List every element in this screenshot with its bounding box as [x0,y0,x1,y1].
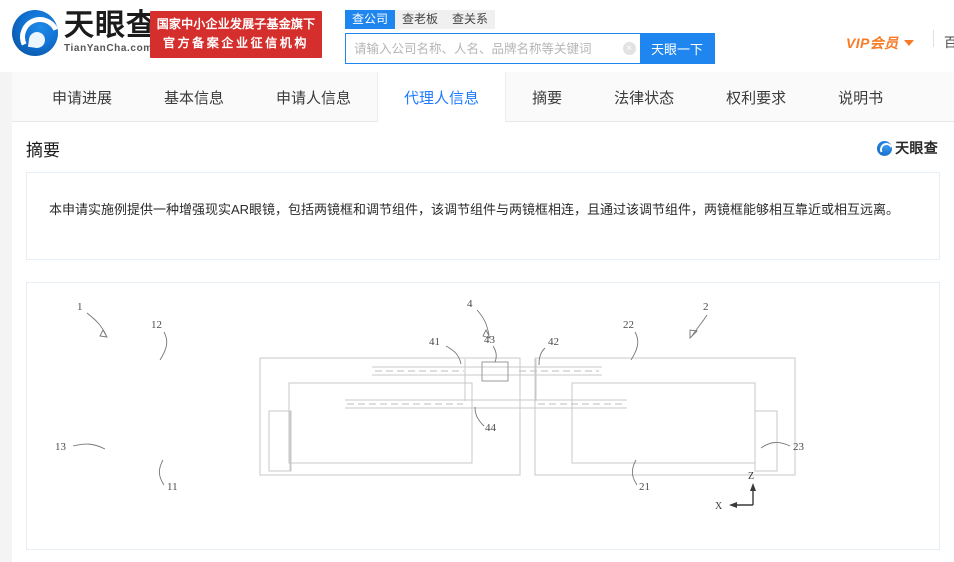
abstract-text: 本申请实施例提供一种增强现实AR眼镜，包括两镜框和调节组件，该调节组件与两镜框相… [49,202,900,217]
left-inner-lens [288,382,473,464]
logo-cn-text: 天眼查 [64,8,157,43]
callout-1-arrow [99,329,108,338]
tianyancha-logo-icon [12,10,58,56]
clear-icon[interactable]: × [618,34,640,63]
callout-4-label: 4 [467,298,473,310]
callout-21-leader [631,459,638,486]
callout-1-label: 1 [77,301,83,313]
figure-box: 1 12 13 11 4 41 43 [26,282,940,550]
logo-text-group: 天眼查 TianYanCha.com [64,11,157,55]
callout-12-leader [159,331,168,361]
abstract-box: 本申请实施例提供一种增强现实AR眼镜，包括两镜框和调节组件，该调节组件与两镜框相… [26,172,940,260]
left-outer-frame [259,357,521,476]
site-logo[interactable]: 天眼查 TianYanCha.com [12,10,157,56]
tab-abstract[interactable]: 摘要 [532,89,563,107]
callout-1-leader [86,312,107,336]
left-temple-tab [268,410,292,472]
page-title: 摘要 [26,141,60,160]
logo-en-text: TianYanCha.com [64,43,153,54]
callout-22-leader [630,331,639,361]
axis-indicator: Z X [715,471,756,512]
axis-z-label: Z [748,471,754,482]
search-tab-boss[interactable]: 查老板 [395,10,446,29]
callout-22-label: 22 [623,319,634,331]
tab-basic-info[interactable]: 基本信息 [164,89,225,107]
callout-42-label: 42 [548,336,559,348]
search-tabs: 查公司 查老板 查关系 [345,10,715,29]
section-header: 摘要 天眼查 [12,122,954,172]
callout-23-leader [760,442,791,449]
search-button[interactable]: 天眼一下 [640,34,714,63]
header-tail-item[interactable]: 百度 [944,35,954,50]
search-area: 查公司 查老板 查关系 × 天眼一下 [345,10,715,64]
search-input[interactable] [346,34,618,63]
search-tab-company[interactable]: 查公司 [345,10,396,29]
content-panel: 摘要 天眼查 本申请实施例提供一种增强现实AR眼镜，包括两镜框和调节组件，该调节… [12,122,954,562]
watermark-text: 天眼查 [895,141,938,157]
callout-13-leader [72,443,106,450]
chevron-down-icon [903,40,914,46]
callout-44-leader [474,406,485,427]
patent-figure: 1 12 13 11 4 41 43 [55,298,805,512]
clear-icon-glyph: × [622,42,636,55]
vip-menu[interactable]: VIP会员 [846,33,914,53]
vip-label: VIP会员 [846,35,899,51]
callout-2-label: 2 [703,301,709,313]
callout-43-leader [492,345,497,363]
detail-tabs: 申请进展 基本信息 申请人信息 代理人信息 摘要 法律状态 权利要求 说明书 [12,72,954,122]
callout-12-label: 12 [151,319,162,331]
watermark-logo-icon [877,140,893,156]
adjust-block-43 [481,361,509,382]
right-temple-tab [754,410,778,472]
callout-21-label: 21 [639,481,650,493]
right-outer-frame [534,357,796,476]
detail-tabbar: 申请进展 基本信息 申请人信息 代理人信息 摘要 法律状态 权利要求 说明书 [12,72,954,122]
search-tab-relation[interactable]: 查关系 [445,10,496,29]
tab-application-progress[interactable]: 申请进展 [52,89,113,107]
tab-applicant-info[interactable]: 申请人信息 [276,89,352,107]
callout-11-label: 11 [167,481,178,493]
tab-claims[interactable]: 权利要求 [726,89,787,107]
callout-11-leader [158,459,165,486]
gov-badge-line1: 国家中小企业发展子基金旗下 [156,17,316,31]
callout-23-label: 23 [793,441,805,453]
tab-agent-info[interactable]: 代理人信息 [377,72,507,122]
site-header: 天眼查 TianYanCha.com 国家中小企业发展子基金旗下 官方备案企业征… [0,0,954,72]
callout-2-leader [691,314,708,337]
tab-legal-status[interactable]: 法律状态 [614,89,675,107]
callout-13-label: 13 [55,441,67,453]
header-divider [933,30,934,47]
right-inner-lens [571,382,756,464]
gov-badge-line2: 官方备案企业征信机构 [162,36,309,50]
callout-41-label: 41 [429,336,440,348]
search-box: × 天眼一下 [345,33,715,64]
callout-42-leader [538,347,546,366]
callout-2-arrow [689,329,698,340]
callout-4-arrow [482,328,491,339]
watermark-logo: 天眼查 [877,138,938,158]
axis-x-label: X [715,501,723,512]
gov-badge: 国家中小企业发展子基金旗下 官方备案企业征信机构 [150,11,322,58]
tab-description[interactable]: 说明书 [838,89,884,107]
callout-43-label: 43 [484,334,496,346]
callout-44-label: 44 [485,422,497,434]
callout-4-leader [476,309,490,336]
callout-41-leader [445,345,462,365]
